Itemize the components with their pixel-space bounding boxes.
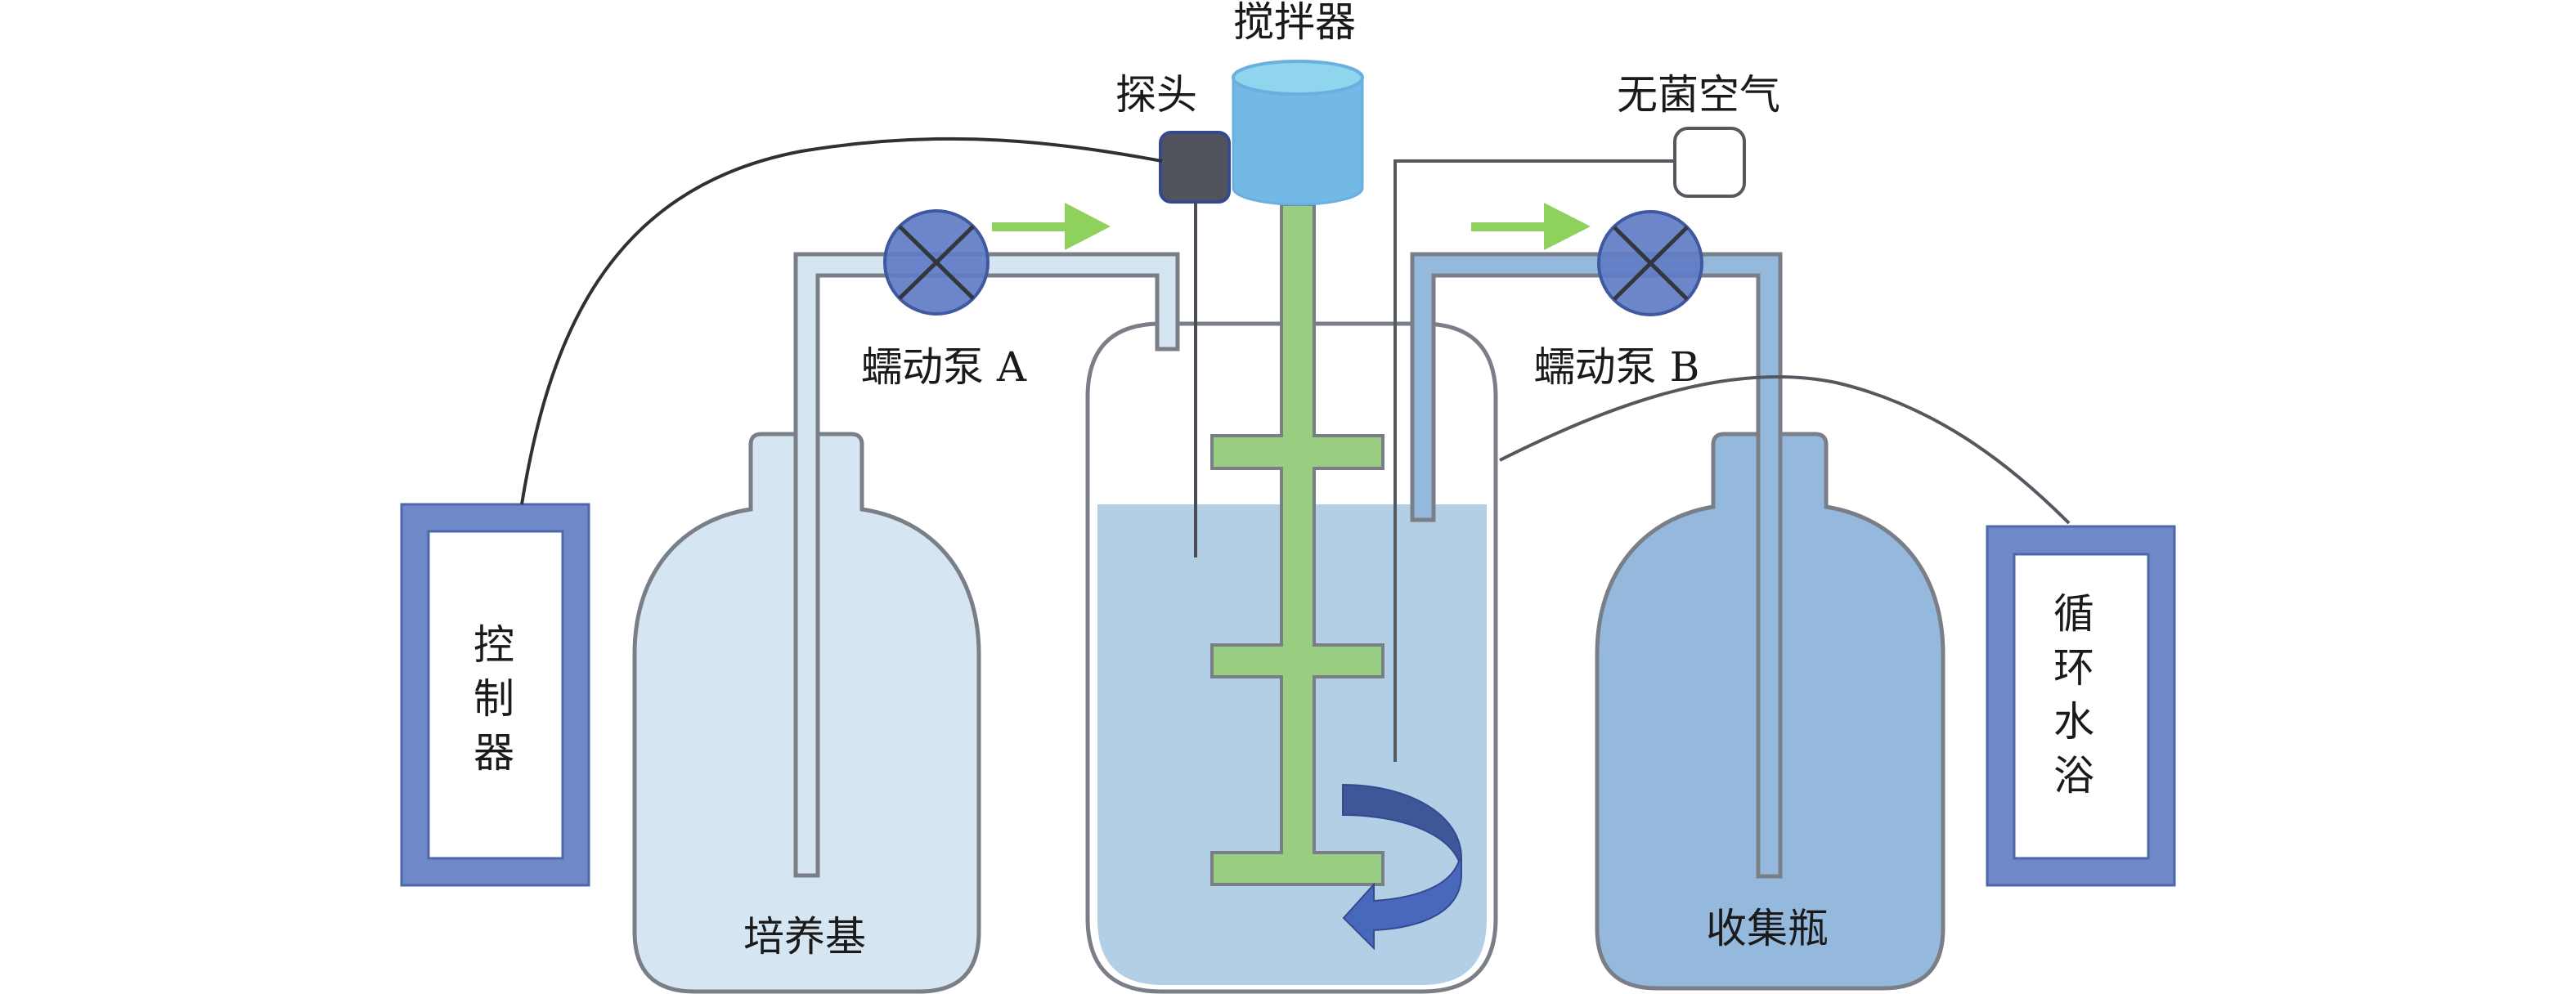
stirrer-motor bbox=[1232, 60, 1364, 206]
water-bath-label-3: 水 bbox=[2053, 698, 2094, 746]
probe-label: 探头 bbox=[1115, 71, 1197, 119]
peristaltic-pump-a bbox=[883, 209, 990, 316]
pump-a-label: 蠕动泵 A bbox=[861, 343, 1027, 391]
sterile-air-filter bbox=[1673, 127, 1746, 198]
culture-medium-label: 培养基 bbox=[743, 913, 866, 960]
collection-bottle-label: 收集瓶 bbox=[1706, 905, 1829, 952]
water-bath-label-2: 环 bbox=[2053, 644, 2094, 692]
controller-label-1: 控 bbox=[473, 621, 514, 669]
stirrer-label: 搅拌器 bbox=[1233, 0, 1356, 46]
peristaltic-pump-b bbox=[1597, 210, 1703, 316]
flow-arrow-a-icon bbox=[992, 203, 1111, 250]
pump-b-label: 蠕动泵 B bbox=[1534, 343, 1700, 391]
sterile-air-line bbox=[1393, 159, 1675, 762]
water-bath-label-1: 循 bbox=[2053, 590, 2094, 638]
stirrer-impeller bbox=[1210, 203, 1384, 886]
rotation-arrow-icon bbox=[1342, 783, 1462, 951]
probe-head bbox=[1159, 131, 1231, 204]
flow-arrow-b-icon bbox=[1471, 203, 1591, 250]
water-bath-cable bbox=[1499, 374, 2071, 525]
controller-label-2: 制 bbox=[473, 675, 514, 723]
outflow-tube-b bbox=[1410, 252, 1783, 879]
controller-label-3: 器 bbox=[473, 729, 514, 777]
controller-box: 控 制 器 bbox=[400, 503, 590, 887]
controller-cable bbox=[520, 137, 1163, 505]
water-bath-label-4: 浴 bbox=[2053, 752, 2094, 799]
sterile-air-label: 无菌空气 bbox=[1617, 71, 1780, 119]
water-bath-box: 循 环 水 浴 bbox=[1986, 525, 2176, 887]
